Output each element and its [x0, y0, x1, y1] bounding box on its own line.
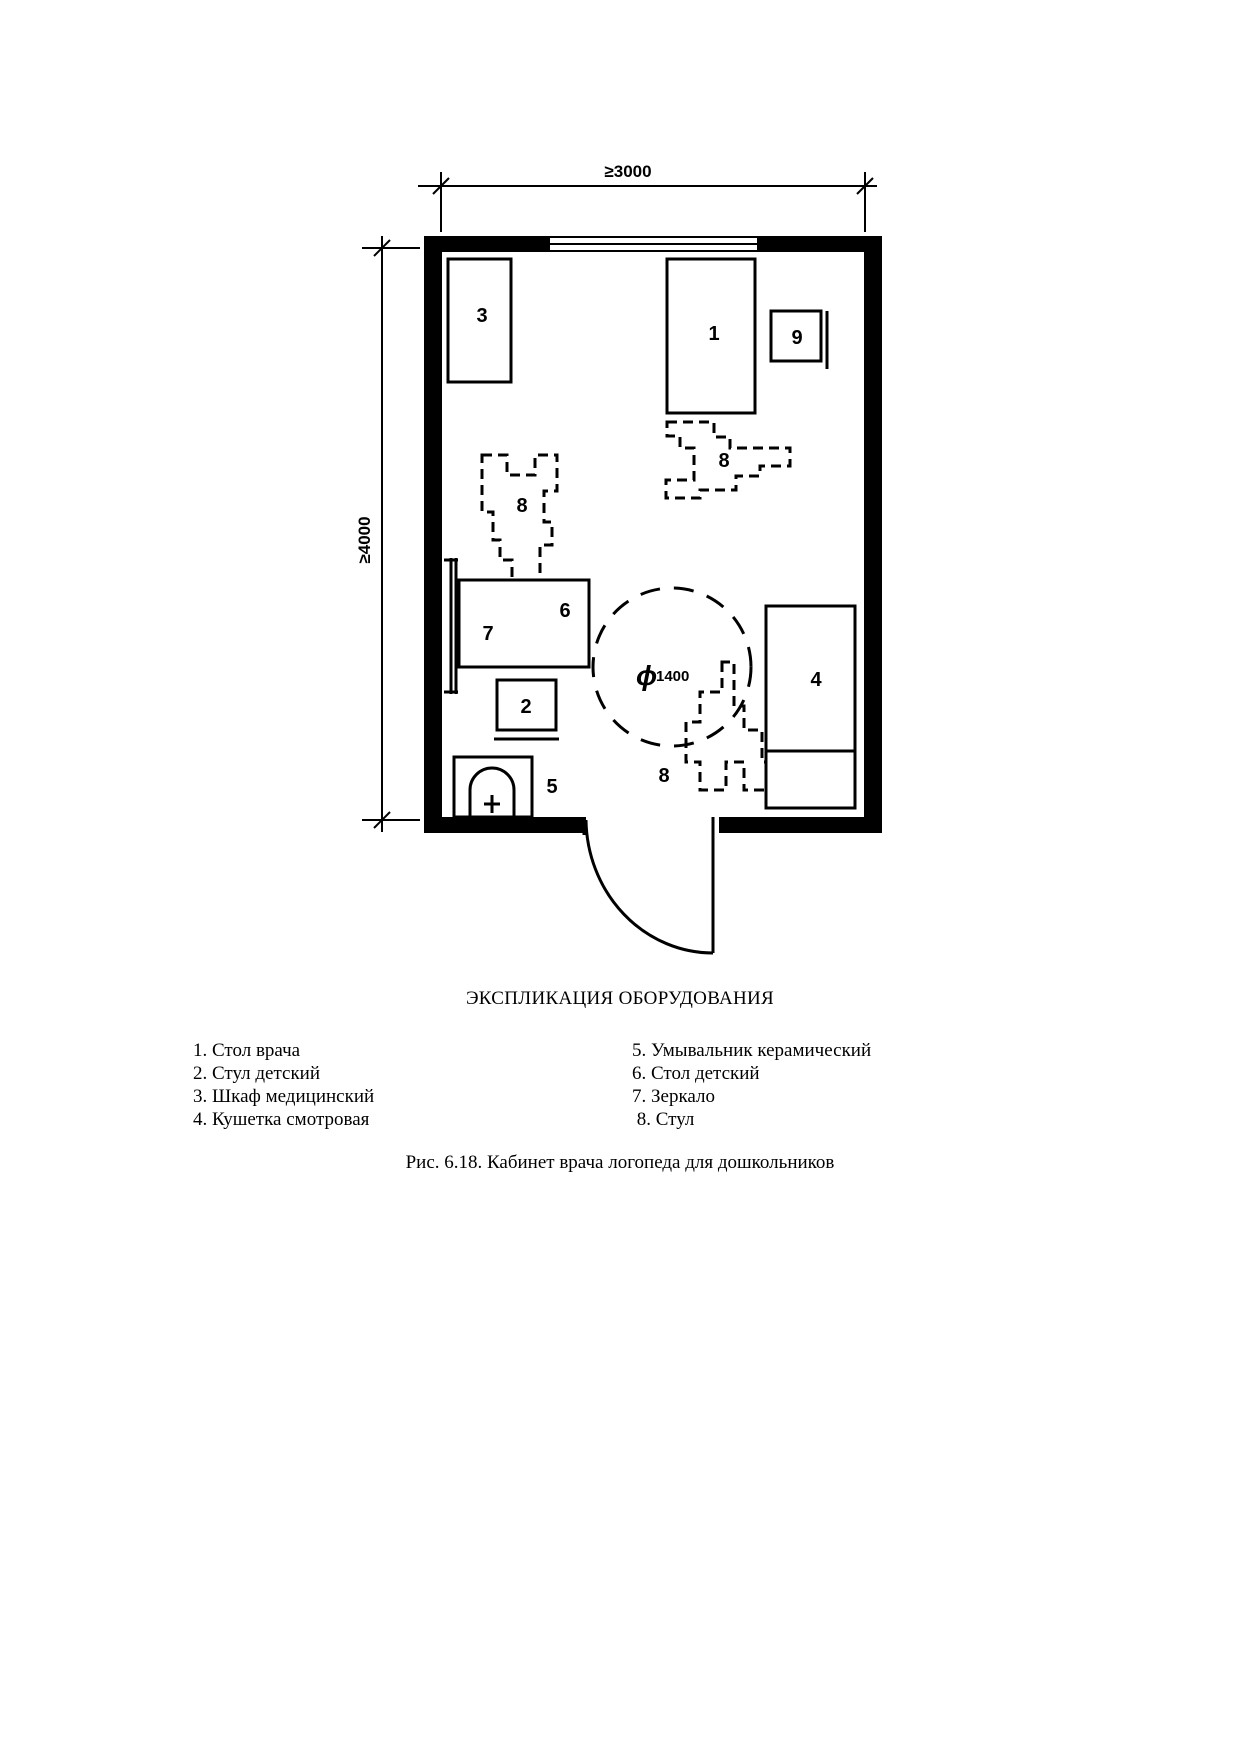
mirror-label: 7 [482, 623, 493, 645]
figure-caption: Рис. 6.18. Кабинет врача логопеда для до… [405, 1152, 835, 1173]
desk-label: 1 [708, 323, 719, 345]
legend-title: ЭКСПЛИКАЦИЯ ОБОРУДОВАНИЯ [465, 988, 775, 1009]
legend-item: 3. Шкаф медицинский [193, 1086, 375, 1107]
legend-item: 2. Стул детский [193, 1063, 321, 1084]
chair-mid-label: 8 [516, 495, 527, 517]
diameter-symbol: ϕ [636, 660, 657, 691]
legend-item: 8. Стул [632, 1109, 695, 1130]
walls [424, 236, 882, 833]
legend-item: 1. Стол врача [193, 1040, 301, 1061]
couch-label: 4 [810, 669, 822, 691]
child-chair-2 [494, 678, 559, 741]
item-9 [769, 309, 829, 369]
height-dimension-label: ≥4000 [355, 516, 374, 563]
washbasin-5 [452, 755, 534, 819]
washbasin-label: 5 [546, 776, 557, 798]
chair-bottom-label: 8 [658, 765, 669, 787]
legend-item: 6. Стол детский [632, 1063, 760, 1084]
chair-8-mid [480, 453, 559, 582]
chair-8-top [664, 420, 792, 500]
legend-item: 5. Умывальник керамический [632, 1040, 872, 1061]
legend-right-column: 5. Умывальник керамический 6. Стол детск… [632, 1039, 871, 1131]
turning-circle [591, 586, 753, 748]
diameter-value: 1400 [656, 668, 689, 685]
legend-item: 7. Зеркало [632, 1086, 715, 1107]
couch-4 [764, 604, 857, 810]
width-dimension-label: ≥3000 [604, 162, 651, 181]
mirror-7 [444, 558, 458, 694]
cabinet-label: 3 [476, 305, 487, 327]
legend-left-column: 1. Стол врача 2. Стул детский 3. Шкаф ме… [193, 1039, 374, 1131]
door [582, 817, 715, 955]
child-chair-label: 2 [520, 696, 531, 718]
child-table-label: 6 [559, 600, 570, 622]
chair-top-label: 8 [718, 450, 729, 472]
item-9-label: 9 [791, 327, 802, 349]
chair-8-bottom [684, 660, 768, 792]
floor-plan: ≥3000 ≥4000 3 1 9 8 [355, 162, 882, 955]
cabinet-3 [446, 257, 513, 384]
desk-1 [665, 257, 757, 415]
width-dimension [418, 172, 877, 232]
child-table-6 [457, 578, 591, 669]
legend-item: 4. Кушетка смотровая [193, 1109, 370, 1130]
window [548, 236, 759, 252]
height-dimension [362, 236, 420, 832]
